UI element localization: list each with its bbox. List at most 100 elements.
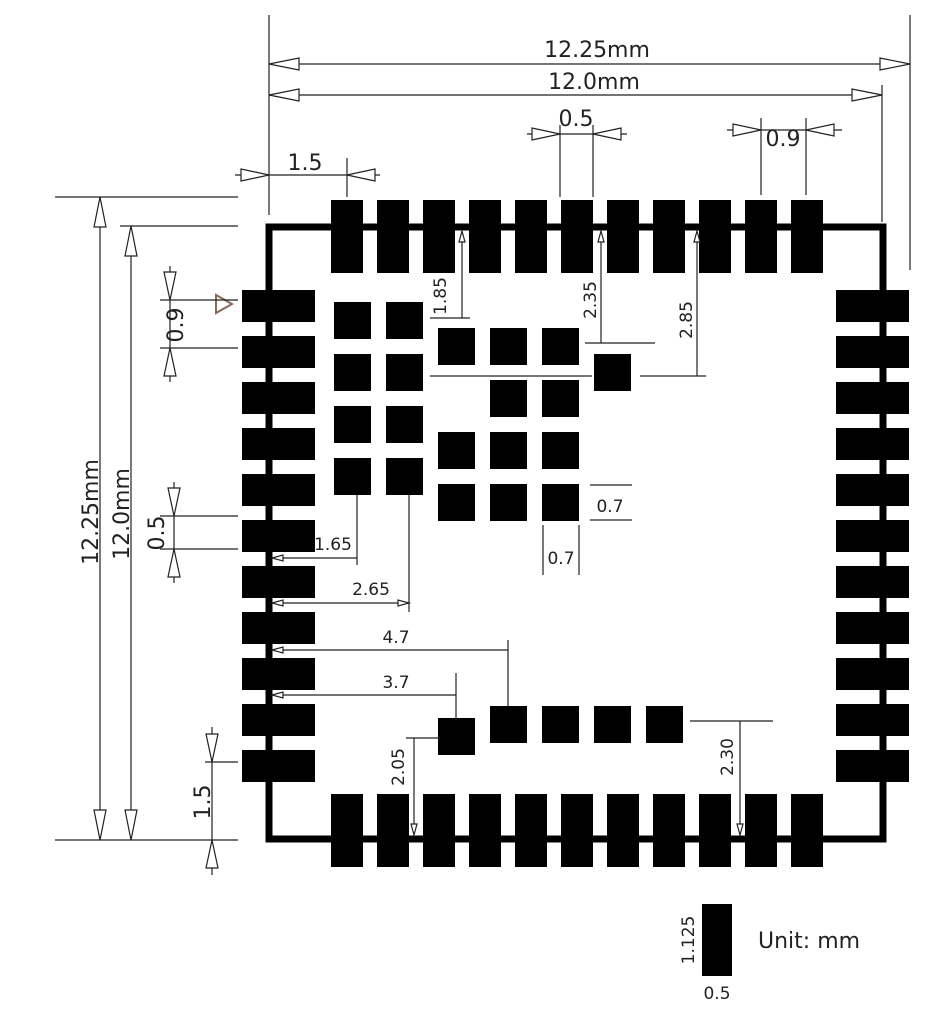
edge-pad <box>242 474 315 506</box>
arrowhead <box>124 809 138 841</box>
edge-pad <box>423 200 455 273</box>
dim-label-3-7: 3.7 <box>382 673 409 693</box>
arrowhead <box>167 487 181 517</box>
ground-pad <box>490 484 527 521</box>
edge-pad <box>561 794 593 867</box>
dim-label-2-05: 2.05 <box>389 748 409 786</box>
dim-label-inner-height: 12.0mm <box>110 468 135 560</box>
edge-pad <box>331 794 363 867</box>
edge-pad <box>515 200 547 273</box>
dim-label-pitch-left: 0.5 <box>145 516 170 551</box>
edge-pad <box>745 200 777 273</box>
arrowhead <box>93 196 107 228</box>
pin1-marker <box>215 293 235 315</box>
arrowhead <box>805 123 835 137</box>
arrowhead <box>205 733 219 763</box>
arrowhead <box>268 88 300 102</box>
arrowhead <box>205 839 219 869</box>
arrowhead <box>397 599 412 607</box>
arrowhead <box>592 127 622 141</box>
edge-pad <box>242 336 315 368</box>
dim-label-2-65: 2.65 <box>352 580 390 600</box>
edge-pad <box>242 658 315 690</box>
arrowhead <box>597 228 605 243</box>
ground-pad <box>594 706 631 743</box>
arrowhead <box>458 228 466 243</box>
dim-label-edge-left: 1.5 <box>191 785 216 820</box>
ground-pad <box>542 380 579 417</box>
edge-pad <box>242 290 315 322</box>
dim-label-2-35: 2.35 <box>581 281 601 319</box>
edge-pad <box>653 794 685 867</box>
ground-pad <box>542 432 579 469</box>
edge-pad <box>836 566 909 598</box>
dim-label-outer-height: 12.25mm <box>79 459 104 565</box>
edge-pad <box>791 200 823 273</box>
dim-label-inner-width: 12.0mm <box>548 70 640 95</box>
edge-pad <box>791 794 823 867</box>
ground-pad <box>438 432 475 469</box>
edge-pad <box>242 750 315 782</box>
edge-pad <box>836 336 909 368</box>
ground-pad <box>490 380 527 417</box>
edge-pad <box>836 704 909 736</box>
edge-pad <box>423 794 455 867</box>
ground-pad <box>334 406 371 443</box>
right-edge-pads <box>836 290 909 782</box>
left-edge-pads <box>242 290 315 782</box>
ground-pad <box>386 406 423 443</box>
arrowhead <box>167 548 181 578</box>
arrowhead <box>163 347 177 377</box>
edge-pad <box>836 474 909 506</box>
ground-pad <box>490 328 527 365</box>
edge-pad <box>836 428 909 460</box>
dim-label-pitch-top: 0.5 <box>559 107 594 132</box>
arrowhead <box>732 123 762 137</box>
dim-label-1-65: 1.65 <box>314 535 352 555</box>
top-edge-pads <box>331 200 823 273</box>
arrowhead <box>269 599 284 607</box>
edge-pad <box>242 382 315 414</box>
ground-pad <box>542 328 579 365</box>
arrowhead <box>693 228 701 243</box>
ground-pad <box>594 354 631 391</box>
edge-pad <box>607 794 639 867</box>
arrowhead <box>851 88 883 102</box>
edge-pad <box>699 794 731 867</box>
edge-pad <box>469 200 501 273</box>
ground-pad <box>542 706 579 743</box>
edge-pad <box>607 200 639 273</box>
edge-pad <box>469 794 501 867</box>
legend-pad <box>702 904 732 976</box>
edge-pad <box>836 612 909 644</box>
edge-pad <box>836 382 909 414</box>
dim-label-pad-width: 0.7 <box>547 549 574 569</box>
edge-pad <box>242 566 315 598</box>
edge-pad <box>242 428 315 460</box>
edge-pad <box>515 794 547 867</box>
dim-label-4-7: 4.7 <box>382 628 409 648</box>
edge-pad <box>377 794 409 867</box>
edge-pad <box>836 658 909 690</box>
edge-pad <box>242 704 315 736</box>
ground-pad <box>490 432 527 469</box>
edge-pad <box>836 750 909 782</box>
bottom-edge-pads <box>331 794 823 867</box>
ground-pad <box>438 718 475 755</box>
legend-width-label: 0.5 <box>703 984 730 1004</box>
dim-label-2-85: 2.85 <box>677 301 697 339</box>
unit-label: Unit: mm <box>758 929 860 954</box>
arrowhead <box>240 168 270 182</box>
arrowhead <box>124 225 138 257</box>
ground-pad <box>646 706 683 743</box>
dim-label-pad-len-top: 0.9 <box>766 127 801 152</box>
ground-pad <box>334 354 371 391</box>
ground-pad <box>438 484 475 521</box>
arrowhead <box>93 809 107 841</box>
edge-pad <box>653 200 685 273</box>
arrowhead <box>736 823 744 838</box>
ground-pad <box>386 458 423 495</box>
dim-label-edge-top: 1.5 <box>288 151 323 176</box>
